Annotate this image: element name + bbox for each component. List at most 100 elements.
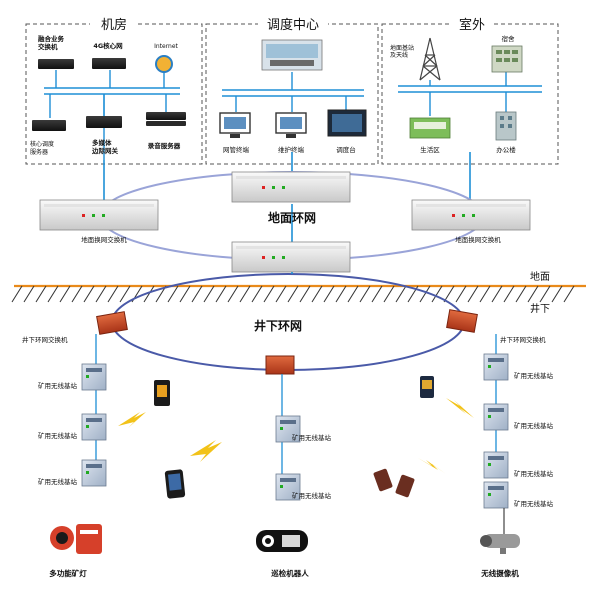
robot-label: 巡检机器人: [271, 568, 309, 578]
hatch-mark: [71, 285, 83, 303]
hatch-mark: [107, 285, 119, 303]
underground-label: 井下: [530, 302, 550, 315]
hatch-mark: [395, 285, 407, 303]
ground-bs-line2: 及天线: [390, 51, 408, 59]
hatch-mark: [239, 285, 251, 303]
hatch-mark: [539, 285, 551, 303]
internet-device: Internet: [154, 43, 179, 73]
hatch-mark: [563, 285, 575, 303]
base-station: 矿用无线基站: [38, 459, 107, 487]
base-station-icon: [81, 413, 107, 441]
converged-switch-label: 融合业务 交换机: [38, 34, 66, 51]
multimedia-gateway-label: 多媒体 边际网关: [91, 138, 119, 155]
base-station-layer: 矿用无线基站矿用无线基站矿用无线基站矿用无线基站矿用无线基站矿用无线基站矿用无线…: [38, 353, 554, 509]
base-station: 矿用无线基站: [483, 451, 554, 479]
maint-terminal-label: 维护终端: [278, 145, 305, 154]
machine-room-title: 机房: [101, 17, 127, 33]
phone-icon: [373, 468, 393, 492]
lightning-icon: [446, 398, 474, 418]
outdoor-title: 室外: [459, 17, 485, 33]
hatch-mark: [479, 285, 491, 303]
nms-terminal-label: 网管终端: [223, 145, 250, 154]
dispatch-console-label: 调度台: [336, 145, 356, 154]
nms-terminal-device: 网管终端: [219, 112, 251, 154]
hatch-mark: [299, 285, 311, 303]
hatch-mark: [515, 285, 527, 303]
base-station-label: 矿用无线基站: [38, 431, 78, 440]
camera-icon: [484, 534, 520, 548]
wireless-signals: [118, 398, 474, 474]
underground-ring-label: 井下环网: [254, 318, 302, 333]
ground-switch-left-device: 地面换网交换机: [39, 199, 159, 244]
base-station-label: 矿用无线基站: [292, 491, 332, 500]
base-station-icon: [483, 403, 509, 431]
hatch-mark: [47, 285, 59, 303]
camera-label: 无线摄像机: [480, 568, 519, 578]
base-station: 矿用无线基站: [38, 363, 107, 391]
hatch-mark: [215, 285, 227, 303]
underground-links: [94, 334, 497, 480]
base-station-label: 矿用无线基站: [514, 499, 554, 508]
hatch-mark: [119, 285, 131, 303]
building-icon: [495, 111, 517, 141]
base-station-icon: [483, 353, 509, 381]
video-wall: [261, 39, 323, 71]
base-station-label: 矿用无线基站: [38, 381, 78, 390]
dispatch-center-links: [222, 72, 364, 112]
base-station-label: 矿用无线基站: [514, 371, 554, 380]
hatch-mark: [263, 285, 275, 303]
dispatch-server-device: 核心调度 服务器: [30, 120, 66, 156]
hatch-mark: [383, 285, 395, 303]
hatch-mark: [203, 285, 215, 303]
office-label: 办公楼: [496, 145, 516, 154]
hatch-mark: [443, 285, 455, 303]
base-station-label: 矿用无线基站: [514, 469, 554, 478]
base-station: 矿用无线基站: [38, 413, 107, 441]
converged-switch-device: 融合业务 交换机: [38, 34, 74, 69]
globe-icon: [155, 55, 173, 73]
machine-room-section: 机房: [25, 16, 203, 165]
hatch-mark: [11, 285, 23, 303]
hatch-mark: [251, 285, 263, 303]
dormitory-label: 宿舍: [502, 34, 516, 43]
junction-box-icon: [446, 309, 478, 333]
ground-label: 地面: [530, 270, 550, 283]
internet-label: Internet: [154, 43, 178, 50]
mining-lamp-device: 多功能矿灯: [49, 524, 102, 578]
hatch-mark: [227, 285, 239, 303]
server-icon: [86, 116, 122, 128]
ug-switch-right-device: 井下环网交换机: [446, 309, 546, 344]
office-building: 办公楼: [495, 111, 517, 154]
hatch-mark: [83, 285, 95, 303]
base-station: 矿用无线基站: [483, 481, 554, 509]
hatch-mark: [455, 285, 467, 303]
hatch-mark: [311, 285, 323, 303]
junction-box-icon: [96, 311, 128, 335]
dispatch-console-device: 调度台: [327, 109, 367, 154]
dormitory-building: 宿舍: [491, 34, 523, 73]
hatch-mark: [335, 285, 347, 303]
living-area-building: 生活区: [409, 117, 451, 154]
dispatch-server-line2: 服务器: [30, 148, 48, 156]
hatch-mark: [467, 285, 479, 303]
multimedia-gateway-device: 多媒体 边际网关: [86, 116, 122, 155]
dispatch-server-line1: 核心调度: [30, 140, 54, 148]
outdoor-section: 室外: [381, 16, 559, 165]
ground-switch-top: [231, 171, 351, 203]
base-station-icon: [483, 451, 509, 479]
maint-terminal-device: 维护终端: [275, 112, 307, 154]
server-icon: [32, 120, 66, 131]
ground-switch-right-label: 地面换网交换机: [455, 235, 501, 244]
base-station-icon: [81, 363, 107, 391]
ground-bs-line1: 地面基站: [390, 44, 414, 52]
ground-switch-bottom: [231, 241, 351, 273]
core-4g-device: 4G核心网: [92, 41, 126, 69]
hatch-mark: [287, 285, 299, 303]
ground-base-station: 地面基站 及天线: [390, 37, 441, 81]
inspection-robot-device: 巡检机器人: [256, 530, 309, 578]
hatch-mark: [359, 285, 371, 303]
machine-room-bus: [44, 70, 180, 160]
hatch-mark: [59, 285, 71, 303]
ug-switch-left-label: 井下环网交换机: [22, 335, 68, 344]
hatch-mark: [179, 285, 191, 303]
